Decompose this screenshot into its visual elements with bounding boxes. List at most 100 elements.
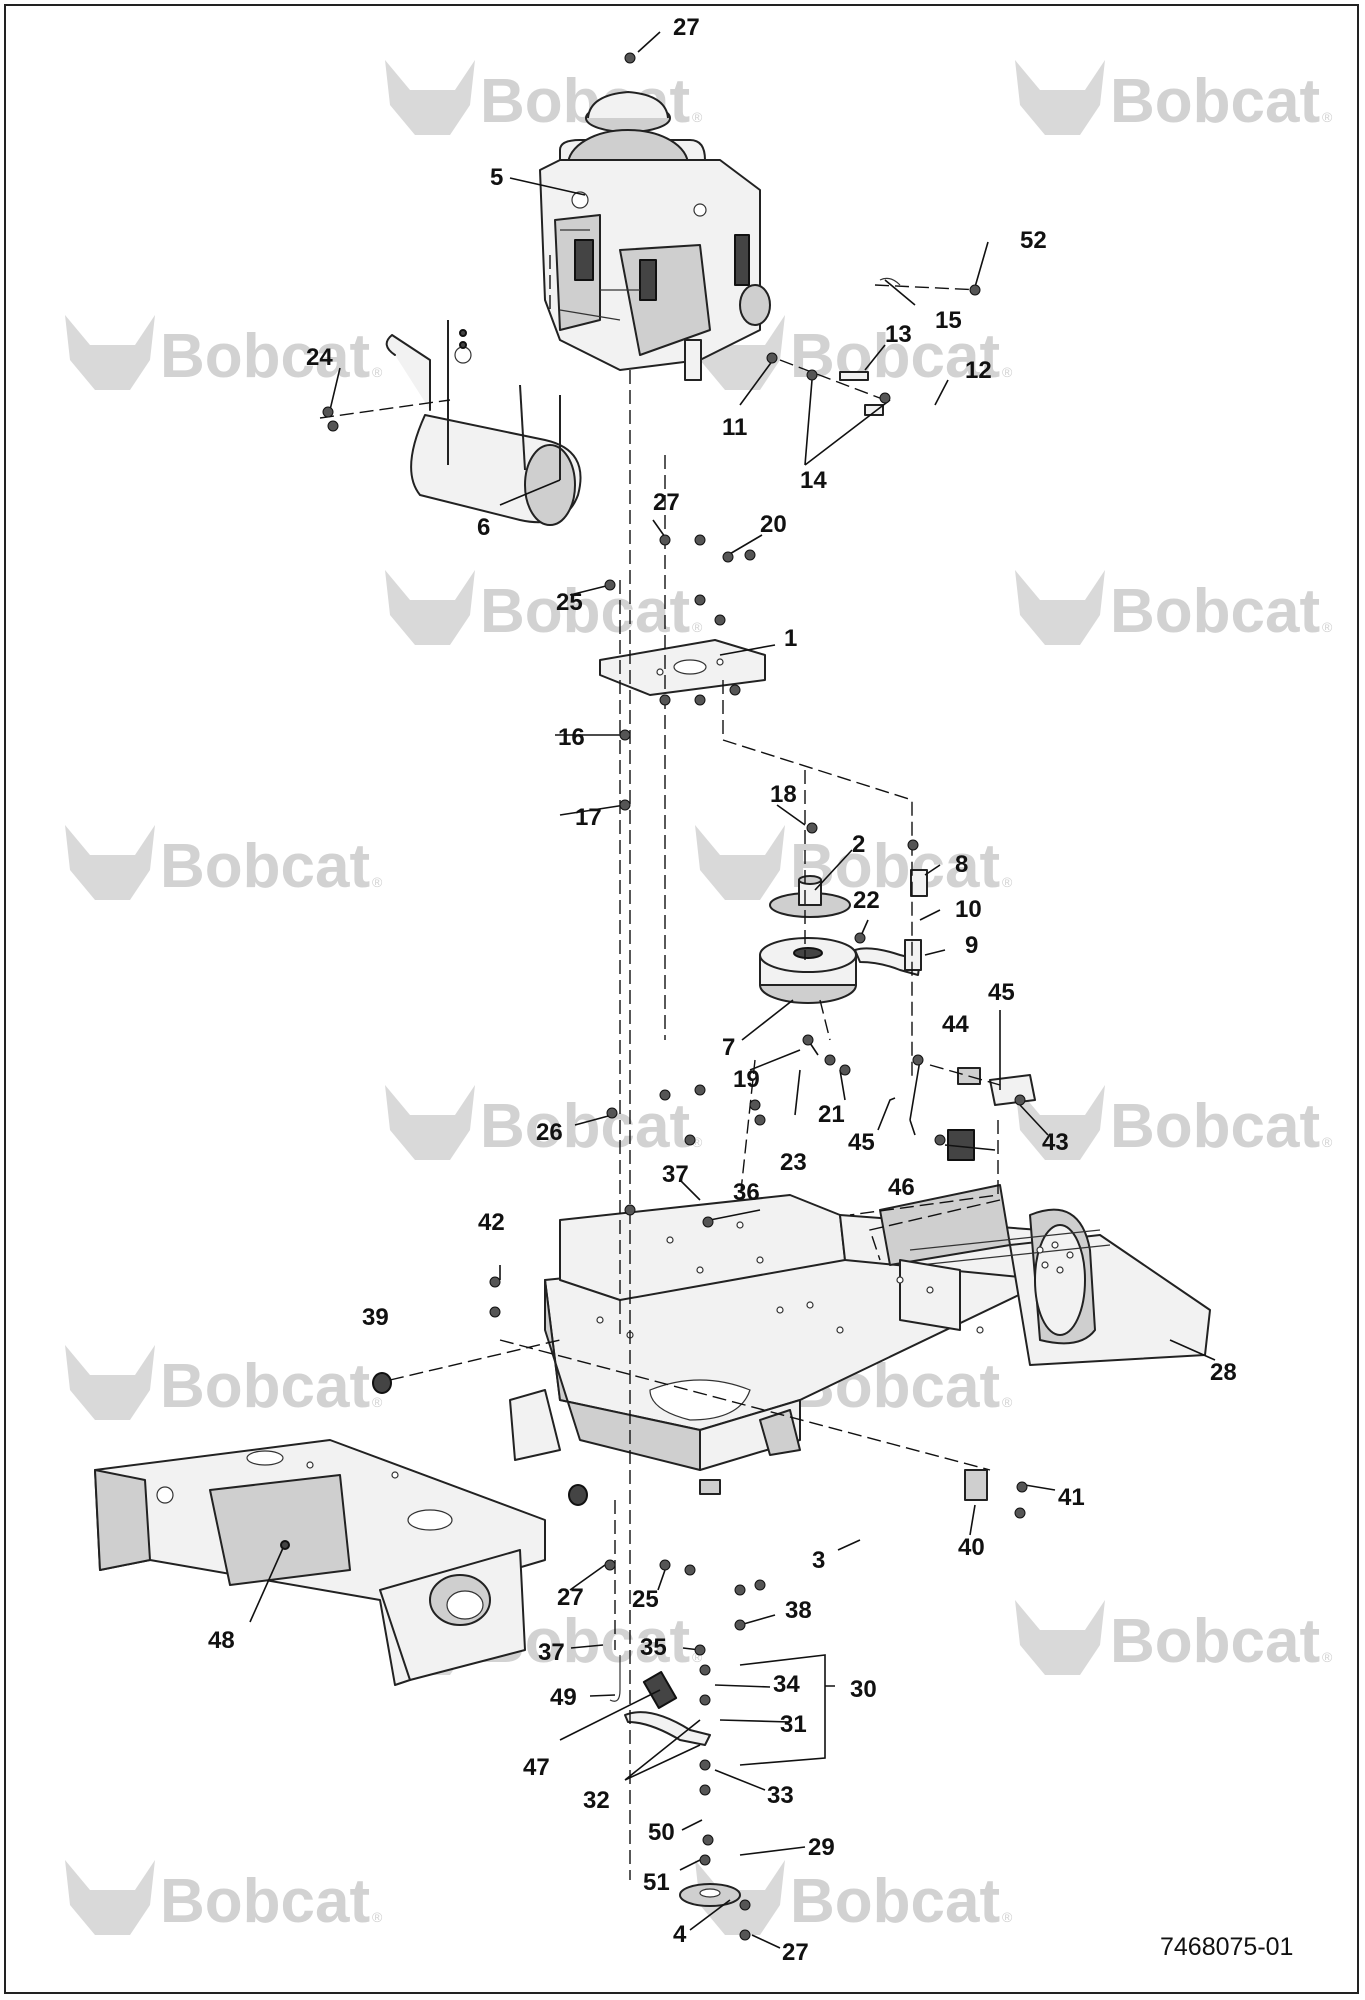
watermark-logo-icon	[695, 825, 785, 900]
callout-37-upper: 37	[662, 1161, 689, 1188]
switch-part-40	[964, 1469, 988, 1501]
fastener-icon	[604, 579, 616, 591]
watermark-reg-mark: ®	[1002, 364, 1013, 380]
watermark-reg-mark: ®	[1002, 1909, 1013, 1925]
fastener-icon	[699, 1784, 711, 1796]
watermark-layer: Bobcat®Bobcat®Bobcat®Bobcat®Bobcat®Bobca…	[65, 60, 1333, 1936]
fastener-icon	[619, 799, 631, 811]
watermark-text: Bobcat	[790, 1867, 1000, 1936]
watermark-text: Bobcat	[790, 832, 1000, 901]
callout-9: 9	[965, 932, 978, 959]
callout-49: 49	[550, 1684, 577, 1711]
callout-13: 13	[885, 321, 912, 348]
watermark-logo-icon	[1015, 1600, 1105, 1675]
callout-2: 2	[852, 831, 865, 858]
callout-16: 16	[558, 724, 585, 751]
watermark-text: Bobcat	[160, 1867, 370, 1936]
callout-28: 28	[1210, 1359, 1237, 1386]
fastener-icon	[734, 1619, 746, 1631]
fastener-icon	[744, 549, 756, 561]
callout-35: 35	[640, 1634, 667, 1661]
watermark-logo-icon	[385, 570, 475, 645]
muffler-part-6	[385, 320, 582, 526]
callout-25-lower: 25	[632, 1586, 659, 1613]
fastener-icon	[907, 839, 919, 851]
fastener-icon	[1016, 1481, 1028, 1493]
callout-1: 1	[784, 625, 797, 652]
watermark-text: Bobcat	[1110, 1607, 1320, 1676]
callout-36: 36	[733, 1179, 760, 1206]
bracket-part-43	[989, 1074, 1036, 1106]
fastener-icon	[749, 1099, 761, 1111]
bracket-part-9	[854, 939, 922, 976]
watermark-logo-icon	[65, 315, 155, 390]
fastener-icon	[729, 684, 741, 696]
watermark-reg-mark: ®	[692, 109, 703, 125]
clip-part-13	[839, 371, 869, 381]
fastener-icon	[489, 1306, 501, 1318]
watermark-reg-mark: ®	[372, 1909, 383, 1925]
fastener-icon	[1014, 1507, 1026, 1519]
fastener-icon	[327, 420, 339, 432]
callout-39: 39	[362, 1304, 389, 1331]
fastener-icon	[694, 694, 706, 706]
callout-21: 21	[818, 1101, 845, 1128]
callout-27-bottom: 27	[782, 1939, 809, 1966]
callout-7: 7	[722, 1034, 735, 1061]
fastener-icon	[659, 534, 671, 546]
fastener-icon	[734, 1584, 746, 1596]
callout-24: 24	[306, 344, 333, 371]
fastener-icon	[739, 1899, 751, 1911]
callout-18: 18	[770, 781, 797, 808]
nut-part-12	[864, 404, 884, 416]
fastener-icon	[699, 1664, 711, 1676]
callout-47: 47	[523, 1754, 550, 1781]
watermark-logo-icon	[1015, 60, 1105, 135]
grommet-part-39	[372, 1372, 392, 1394]
main-frame-part-28	[509, 1184, 1211, 1495]
watermark-logo-icon	[385, 1085, 475, 1160]
watermark-logo-icon	[695, 315, 785, 390]
fastener-icon	[699, 1854, 711, 1866]
callout-4: 4	[673, 1921, 687, 1948]
callout-labels: 27 5 52 15 24 13 12 11 14 6 27 20 25 1 1…	[208, 14, 1237, 1966]
callout-42: 42	[478, 1209, 505, 1236]
watermark-reg-mark: ®	[372, 874, 383, 890]
watermark-text: Bobcat	[480, 1092, 690, 1161]
clamp-part-15	[879, 277, 901, 286]
leader-lines	[249, 31, 1216, 1949]
callout-25-upper: 25	[556, 589, 583, 616]
watermark-reg-mark: ®	[372, 364, 383, 380]
watermark-reg-mark: ®	[692, 1134, 703, 1150]
watermark-reg-mark: ®	[1002, 874, 1013, 890]
watermark-reg-mark: ®	[1002, 1394, 1013, 1410]
front-frame-part-48	[94, 1439, 546, 1686]
fastener-icon	[606, 1107, 618, 1119]
fastener-icon	[624, 1204, 636, 1216]
fastener-icon	[604, 1559, 616, 1571]
assembly-lines	[319, 255, 1001, 1880]
callout-33: 33	[767, 1782, 794, 1809]
watermark-reg-mark: ®	[1322, 109, 1333, 125]
callout-30: 30	[850, 1676, 877, 1703]
callout-31: 31	[780, 1711, 807, 1738]
watermark-reg-mark: ®	[692, 619, 703, 635]
callout-52: 52	[1020, 227, 1047, 254]
fastener-icon	[912, 1054, 924, 1066]
fastener-icon	[754, 1579, 766, 1591]
watermark-text: Bobcat	[1110, 1092, 1320, 1161]
watermark-reg-mark: ®	[1322, 619, 1333, 635]
fastener-icon	[839, 1064, 851, 1076]
fastener-icon	[659, 694, 671, 706]
callout-46: 46	[888, 1174, 915, 1201]
watermark-reg-mark: ®	[1322, 1134, 1333, 1150]
callout-51: 51	[643, 1869, 670, 1896]
callout-48: 48	[208, 1627, 235, 1654]
callout-6: 6	[477, 514, 490, 541]
callout-5: 5	[490, 164, 503, 191]
fastener-icon	[702, 1216, 714, 1228]
watermark-text: Bobcat	[160, 832, 370, 901]
watermark-logo-icon	[65, 825, 155, 900]
watermark-logo-icon	[1015, 570, 1105, 645]
